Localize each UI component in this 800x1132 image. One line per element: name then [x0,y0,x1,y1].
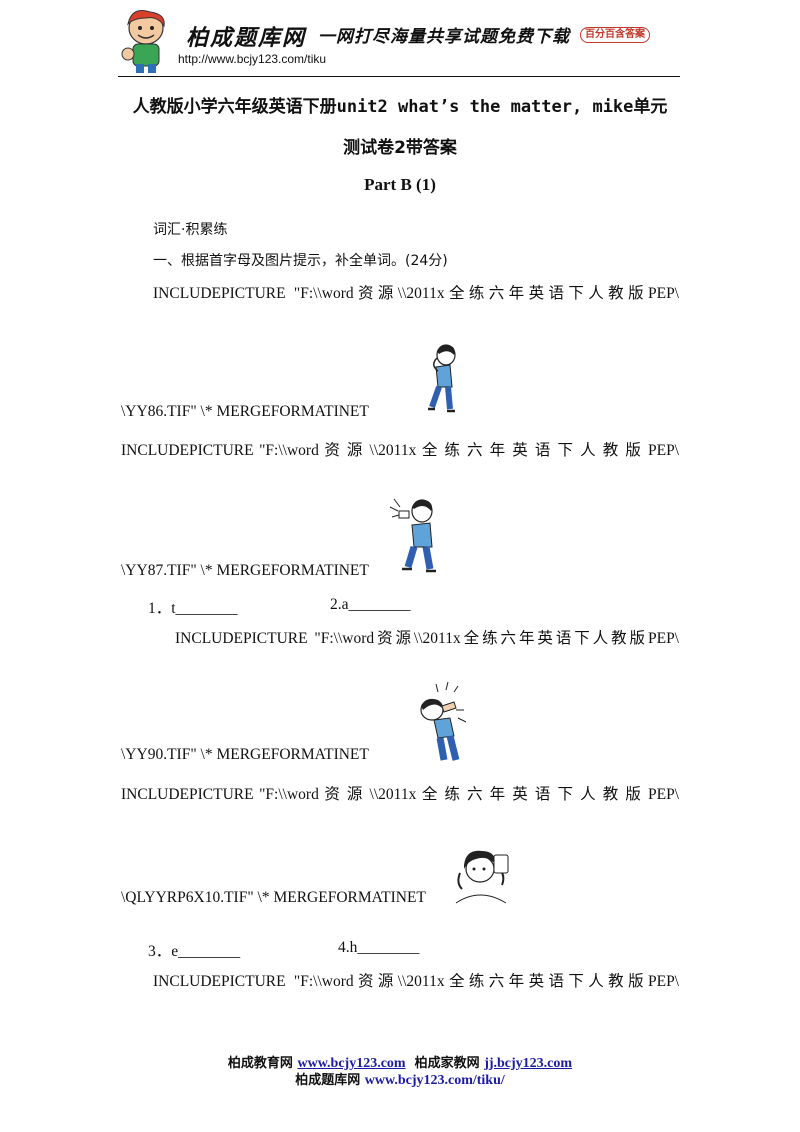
include-field-2: INCLUDEPICTURE "F:\\word 资 源 \\2011x 全 练… [121,442,679,459]
answer-blank-3[interactable]: 3．e________ [148,943,241,960]
include-tail-2: \YY87.TIF" \* MERGEFORMATINET [121,562,369,579]
picture-toothache [420,343,464,413]
footer-label-edu: 柏成教育网 [227,1056,293,1071]
include-tail-1: \YY86.TIF" \* MERGEFORMATINET [121,403,369,420]
include-field-1: INCLUDEPICTURE "F:\\word资源\\2011x全练六年英语下… [153,285,679,302]
footer-line-1: 柏成教育网 www.bcjy123.com 柏成家教网 jj.bcjy123.c… [0,1052,800,1072]
site-logo [118,8,174,74]
footer-link-tiku[interactable]: www.bcjy123.com/tiku/ [364,1073,505,1088]
footer-label-tutor: 柏成家教网 [414,1056,480,1071]
header-url-link[interactable]: http://www.bcjy123.com/tiku [178,52,327,66]
footer-link-edu[interactable]: www.bcjy123.com [297,1056,406,1071]
header-brand: 柏成题库网 [186,26,307,51]
question-1-instruction: 一、根据首字母及图片提示，补全单词。(24分) [153,253,448,269]
picture-earache [408,680,476,762]
part-heading: Part B (1) [364,175,436,194]
boy-earache-icon [420,681,467,761]
footer-link-tutor[interactable]: jj.bcjy123.com [484,1056,573,1071]
header-slogan: 一网打尽海量共享试题免费下载 [318,27,570,47]
footer-label-tiku: 柏成题库网 [295,1073,361,1088]
header-divider [118,76,680,77]
boy-sneezing-icon [389,498,436,573]
picture-headache [452,843,514,905]
doc-title-line2: 测试卷2带答案 [343,138,457,158]
doc-title-line1: 人教版小学六年级英语下册unit2 what’s the matter, mik… [132,97,668,117]
girl-headache-icon [455,850,509,904]
include-tail-4: \QLYYRP6X10.TIF" \* MERGEFORMATINET [121,889,426,906]
include-field-5: INCLUDEPICTURE "F:\\word资源\\2011x全练六年英语下… [153,973,679,990]
boy-toothache-icon [428,344,456,413]
include-field-3: INCLUDEPICTURE "F:\\word资源\\2011x全练六年英语下… [175,630,679,647]
answer-blank-1[interactable]: 1．t________ [148,600,238,617]
answer-badge: 百分百含答案 [580,27,650,43]
section-label: 词汇·积累练 [153,222,228,238]
picture-sneezing [386,497,442,573]
footer-line-2: 柏成题库网 www.bcjy123.com/tiku/ [0,1069,800,1089]
cartoon-boy-mascot-icon [121,10,165,73]
answer-blank-4[interactable]: 4.h________ [338,939,420,956]
include-tail-3: \YY90.TIF" \* MERGEFORMATINET [121,746,369,763]
answer-blank-2[interactable]: 2.a________ [330,596,411,613]
include-field-4: INCLUDEPICTURE "F:\\word 资 源 \\2011x 全 练… [121,786,679,803]
